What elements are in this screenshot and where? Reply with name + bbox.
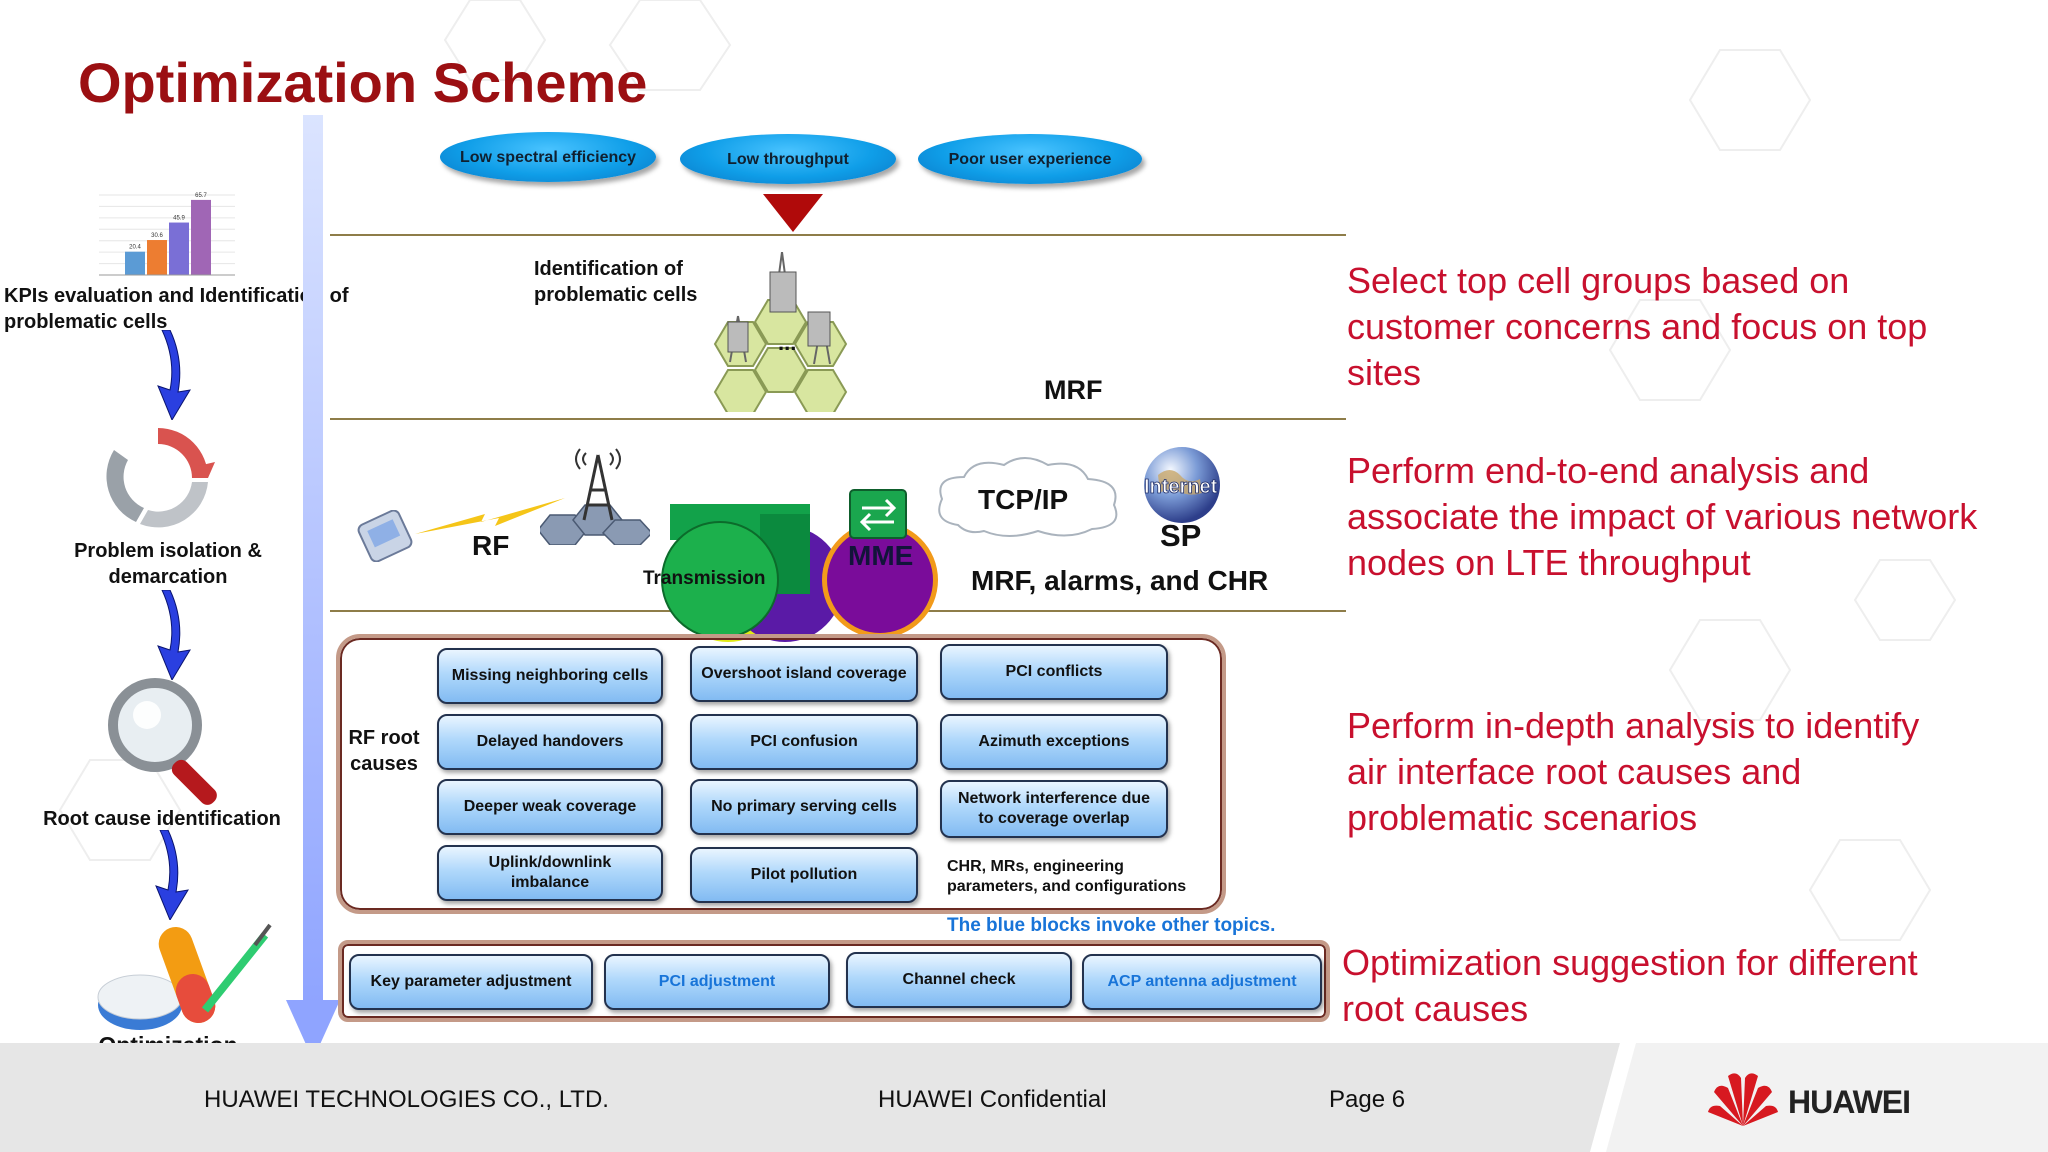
kpi-chart-value-label: 30.6 [151,233,163,239]
block-key-parameter-adjustment: Key parameter adjustment [349,954,593,1010]
block-acp-antenna-adjustment: ACP antenna adjustment [1082,954,1322,1010]
kpi-chart-bar [125,251,145,275]
phone-icon [357,510,413,562]
description-end-to-end: Perform end-to-end analysis and associat… [1347,450,1978,583]
magnifier-icon [108,678,217,805]
optimization-frame [338,940,1330,1022]
down-triangle-icon [763,194,823,232]
description-top-cells: Select top cell groups based on customer… [1347,260,1928,393]
transmission-mme-graphic [661,489,938,642]
kpi-evaluation-label: KPIs evaluation and Identification of pr… [4,285,349,333]
sp-label: SP [1160,518,1202,553]
bar-chart-icon: 20.4 30.6 45.9 65.7 [99,193,235,276]
mme-label: MME [848,540,914,571]
block-delayed-handovers: Delayed handovers [437,714,663,770]
block-pci-adjustment: PCI adjustment [604,954,830,1010]
tower-icon [540,448,650,545]
footer-accent [1590,1043,2048,1152]
symptom-low-spectral-efficiency: Low spectral efficiency [440,132,656,182]
kpi-chart-bar [169,222,189,275]
lightning-icon [415,498,565,534]
page-title: Optimization Scheme [78,51,648,114]
cycle-arrows-icon [106,428,215,528]
block-overshoot-island-coverage: Overshoot island coverage [690,646,918,702]
section-divider [330,234,1346,236]
blue-blocks-note: The blue blocks invoke other topics. [947,915,1276,936]
kpi-chart-value-label: 45.9 [173,216,185,222]
internet-globe-icon: Internet [1144,447,1220,523]
kpi-chart-bar [191,199,211,275]
rf-root-causes-frame [336,634,1226,914]
kpi-chart-bar [147,240,167,275]
kpi-chart-value-label: 65.7 [195,193,207,199]
huawei-brand-text: HUAWEI [1788,1084,1911,1120]
root-cause-label: Root cause identification [43,808,281,830]
block-azimuth-exceptions: Azimuth exceptions [940,714,1168,770]
transmission-label: Transmission [643,568,766,589]
medicine-icon [97,923,272,1030]
cell-cluster-icon: ... [713,252,848,412]
footer-company: HUAWEI TECHNOLOGIES CO., LTD. [204,1086,609,1113]
huawei-logo-icon [1708,1073,1778,1126]
description-optimization: Optimization suggestion for different ro… [1342,942,1918,1029]
block-missing-neighboring-cells: Missing neighboring cells [437,648,663,704]
block-pci-conflicts: PCI conflicts [940,644,1168,700]
cloud-icon [938,457,1118,537]
identification-label: Identification of problematic cells [534,258,698,306]
svg-text:...: ... [778,330,796,355]
vertical-flow-arrow [286,115,340,1060]
footer-confidential: HUAWEI Confidential [878,1086,1107,1113]
block-no-primary-serving-cells: No primary serving cells [690,779,918,835]
data-sources-note: CHR, MRs, engineering parameters, and co… [947,858,1187,895]
symptom-poor-user-experience: Poor user experience [918,134,1142,184]
section-divider [330,418,1346,420]
internet-label: Internet [1144,476,1218,498]
down-arrow-icon [157,590,191,680]
block-uplink-downlink-imbalance: Uplink/downlink imbalance [437,845,663,901]
block-channel-check: Channel check [846,952,1072,1008]
rf-root-causes-label: RF root causes [348,727,420,775]
footer-page-number: Page 6 [1329,1086,1406,1113]
tcpip-label: TCP/IP [978,484,1069,515]
mrf-label: MRF [1044,375,1103,405]
rf-label: RF [472,530,510,561]
kpi-chart-value-label: 20.4 [129,245,141,251]
down-arrow-icon [155,830,189,920]
description-root-causes: Perform in-depth analysis to identify ai… [1347,705,1920,838]
block-deeper-weak-coverage: Deeper weak coverage [437,779,663,835]
block-pci-confusion: PCI confusion [690,714,918,770]
down-arrow-icon [157,330,191,420]
block-pilot-pollution: Pilot pollution [690,847,918,903]
symptom-low-throughput: Low throughput [680,134,896,184]
block-network-interference: Network interference due to coverage ove… [940,780,1168,838]
problem-isolation-label: Problem isolation & demarcation [74,540,262,588]
data-sources-label: MRF, alarms, and CHR [971,565,1269,596]
